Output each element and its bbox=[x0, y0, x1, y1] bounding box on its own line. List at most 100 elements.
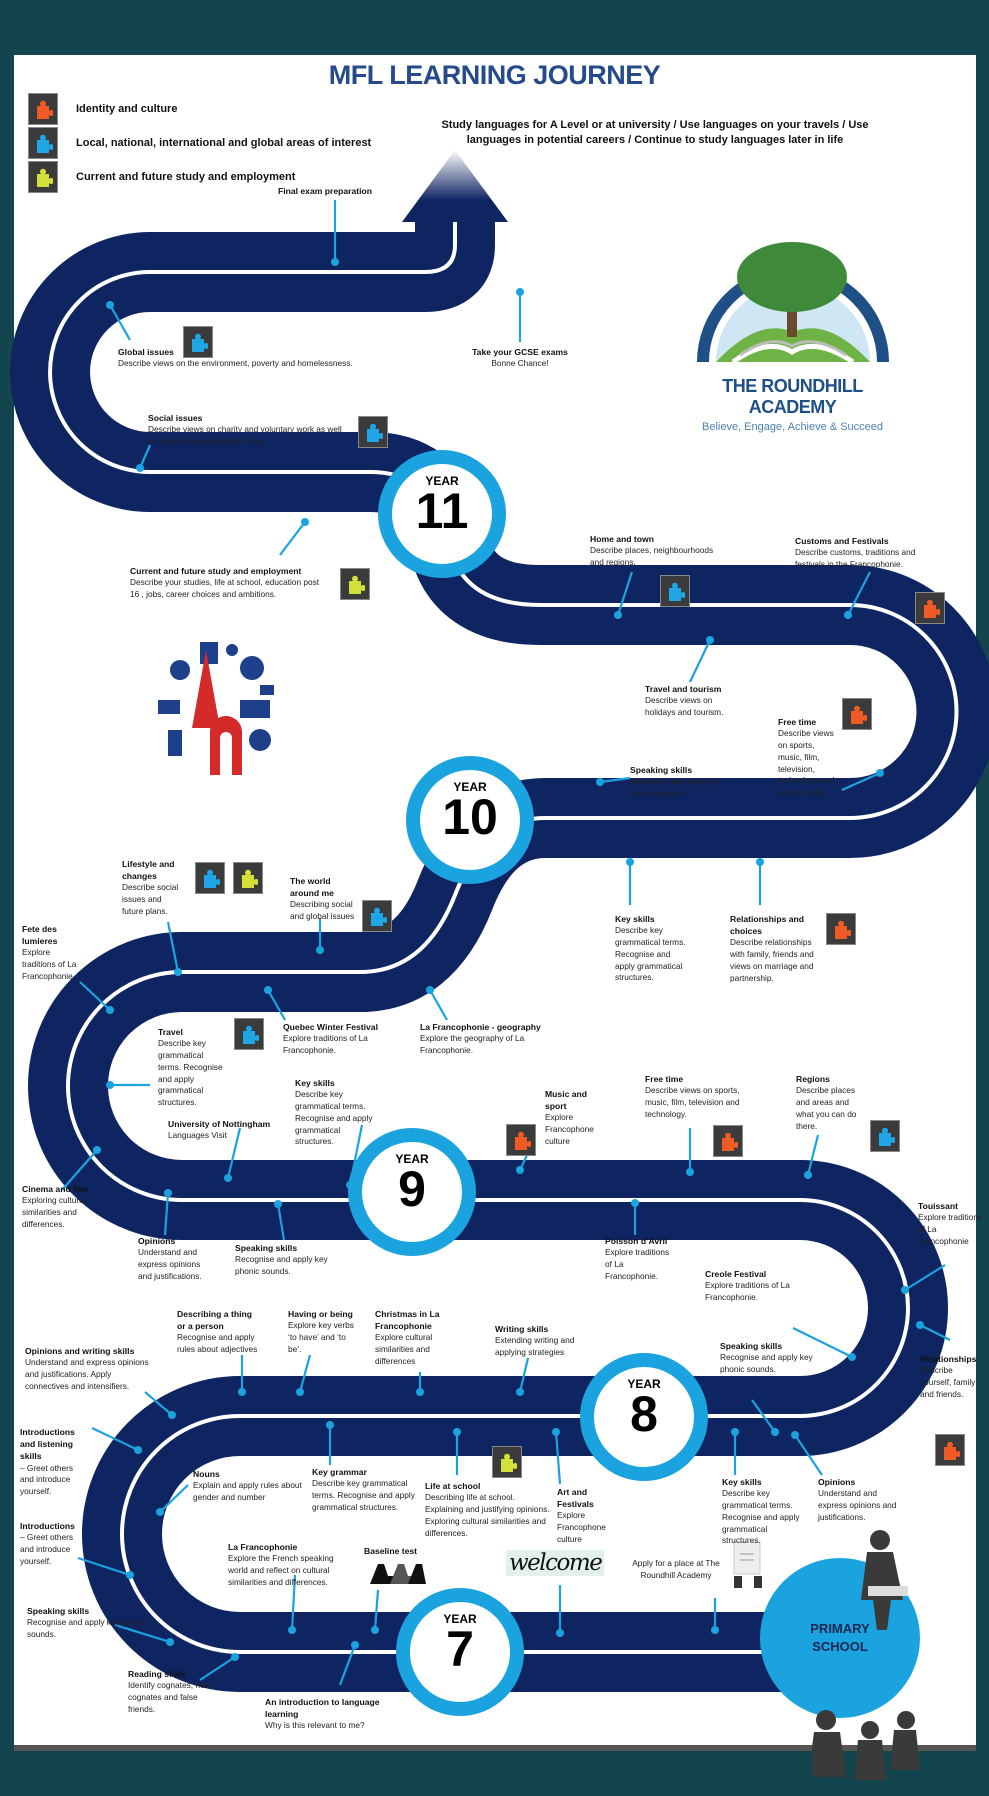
stop-description: Explore cultural similarities and differ… bbox=[375, 1332, 433, 1366]
journey-stop: Baseline test bbox=[364, 1545, 444, 1557]
leader-dot bbox=[516, 288, 524, 296]
puzzle-blue-icon bbox=[362, 900, 392, 932]
leader-line bbox=[79, 981, 111, 1011]
students-at-desks-icon bbox=[370, 1564, 426, 1584]
leader-dot bbox=[552, 1428, 560, 1436]
stop-description: Describe social issues and future plans. bbox=[122, 882, 179, 916]
leader-line bbox=[847, 571, 871, 616]
leader-dot bbox=[416, 1388, 424, 1396]
stop-title: Music and sport bbox=[545, 1089, 588, 1112]
leader-dot bbox=[901, 1286, 909, 1294]
leader-line bbox=[61, 1149, 98, 1191]
leader-dot bbox=[106, 1006, 114, 1014]
leader-dot bbox=[156, 1508, 164, 1516]
stop-description: Recognise and apply key phonic sounds. bbox=[235, 1254, 328, 1276]
leader-line bbox=[919, 1324, 951, 1341]
leader-dot bbox=[848, 1353, 856, 1361]
stop-description: Understand and express opinions and just… bbox=[818, 1488, 897, 1522]
leader-line bbox=[792, 1327, 853, 1358]
stop-title: Speaking skills bbox=[27, 1606, 90, 1616]
stop-title: The world around me bbox=[290, 876, 334, 899]
stop-description: Exploring cultural similarities and diff… bbox=[22, 1195, 86, 1229]
stop-title: Nouns bbox=[193, 1469, 220, 1479]
leader-line bbox=[290, 1574, 297, 1631]
leader-dot bbox=[351, 1641, 359, 1649]
stop-description: Describe views on sports, music, film, t… bbox=[645, 1085, 740, 1119]
leader-dot bbox=[326, 1421, 334, 1429]
stop-title: Fete des lumieres bbox=[22, 924, 58, 947]
francophonie-collage-icon bbox=[142, 632, 290, 780]
legend-label: Identity and culture bbox=[76, 103, 178, 115]
leader-dot bbox=[876, 769, 884, 777]
stop-title: Poisson d’Avril bbox=[605, 1236, 668, 1246]
year-label: YEAR bbox=[627, 1377, 661, 1391]
stop-title: Final exam preparation bbox=[277, 186, 373, 196]
stop-description: Describe yourself, family and friends. bbox=[920, 1365, 976, 1399]
leader-line bbox=[616, 571, 634, 616]
puzzle-orange-icon bbox=[28, 93, 58, 125]
stop-description: Explore the French speaking world and re… bbox=[228, 1553, 334, 1587]
road-arrow-head bbox=[402, 150, 508, 222]
leader-line bbox=[279, 521, 306, 556]
stop-description: – Greet others and introduce yourself. bbox=[20, 1462, 74, 1497]
leader-line bbox=[806, 1134, 820, 1176]
stop-description: Languages Visit bbox=[168, 1130, 227, 1141]
stop-title: Having or being bbox=[288, 1309, 353, 1319]
stop-description: Explore traditions of La Francophonie. bbox=[22, 947, 77, 981]
stop-description: Describe views on charity and voluntary … bbox=[148, 424, 342, 446]
leader-dot bbox=[224, 1174, 232, 1182]
stop-title: Social issues bbox=[148, 413, 203, 423]
stop-title: Lifestyle and changes bbox=[122, 859, 175, 882]
puzzle-blue-icon bbox=[234, 1018, 264, 1050]
leader-line bbox=[518, 1357, 530, 1393]
stop-title: An introduction to language learning bbox=[265, 1697, 380, 1720]
leader-dot bbox=[631, 1199, 639, 1207]
year-number: 11 bbox=[415, 483, 469, 539]
leader-dot bbox=[596, 778, 604, 786]
leader-dot bbox=[301, 518, 309, 526]
leader-dot bbox=[106, 301, 114, 309]
year-number: 8 bbox=[630, 1386, 658, 1442]
stop-description: Describe places, neighbourhoods and regi… bbox=[590, 545, 714, 567]
stop-title: Take your GCSE exams bbox=[472, 347, 568, 357]
school-logo: THE ROUNDHILL ACADEMY Believe, Engage, A… bbox=[680, 222, 905, 433]
puzzle-blue-icon bbox=[183, 326, 213, 358]
stop-title: Current and future study and employment bbox=[130, 566, 302, 576]
stop-title: Speaking skills bbox=[720, 1341, 783, 1351]
stop-description: Explore the geography of La Francophonie… bbox=[420, 1033, 525, 1055]
stop-description: Bonne Chance! bbox=[491, 358, 549, 369]
leader-dot bbox=[134, 1446, 142, 1454]
school-name: THE ROUNDHILL ACADEMY bbox=[722, 376, 863, 417]
legend-local: Local, national, international and globa… bbox=[28, 127, 371, 159]
stop-title: Opinions bbox=[138, 1236, 176, 1246]
leader-line bbox=[267, 989, 286, 1021]
leader-dot bbox=[686, 1168, 694, 1176]
leader-line bbox=[429, 989, 448, 1021]
stop-title: Reading skills bbox=[128, 1669, 186, 1679]
stop-title: Speaking skills bbox=[235, 1243, 298, 1253]
leader-line bbox=[114, 1623, 171, 1644]
road-centerline bbox=[48, 215, 959, 1654]
stop-title: Relationships bbox=[920, 1354, 977, 1364]
stop-title: Creole Festival bbox=[705, 1269, 767, 1279]
stop-title: Introductions and listening skills bbox=[20, 1427, 75, 1462]
leader-line bbox=[904, 1264, 946, 1291]
